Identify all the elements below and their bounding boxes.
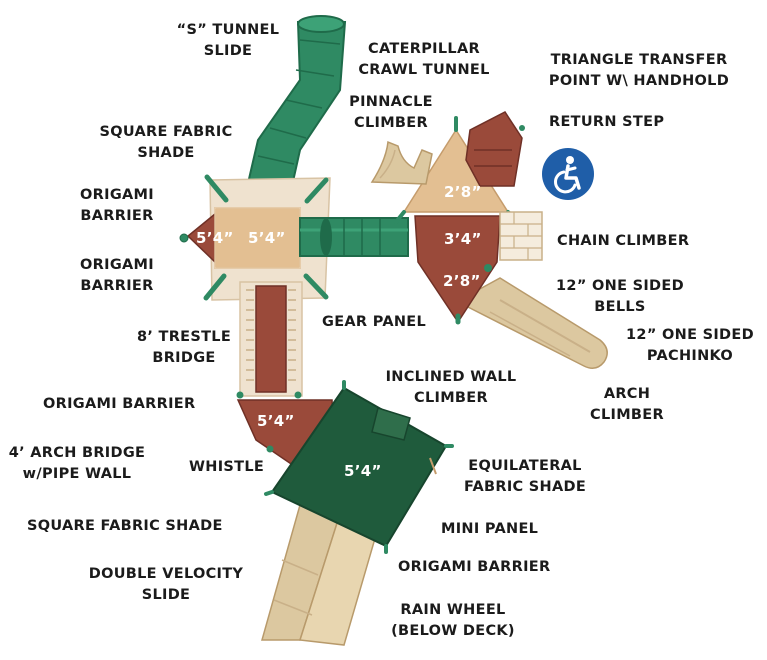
label-pinnacle-climber: PINNACLE CLIMBER bbox=[336, 92, 446, 134]
label-return-step: RETURN STEP bbox=[549, 112, 664, 133]
label-line: SLIDE bbox=[76, 585, 256, 606]
label-one-sided-pachinko: 12” ONE SIDED PACHINKO bbox=[618, 325, 762, 367]
label-gear-panel: GEAR PANEL bbox=[322, 312, 426, 333]
pinnacle-climber bbox=[372, 142, 432, 184]
label-origami-barrier-2: ORIGAMI BARRIER bbox=[70, 255, 164, 297]
label-trestle-bridge: 8’ TRESTLE BRIDGE bbox=[128, 327, 240, 369]
label-s-tunnel-slide: “S” TUNNEL SLIDE bbox=[168, 20, 288, 62]
label-mini-panel: MINI PANEL bbox=[441, 519, 538, 540]
label-line: RETURN STEP bbox=[549, 112, 664, 133]
label-line: DOUBLE VELOCITY bbox=[76, 564, 256, 585]
wheelchair-icon bbox=[542, 148, 594, 200]
label-line: 12” ONE SIDED bbox=[618, 325, 762, 346]
label-line: CLIMBER bbox=[336, 113, 446, 134]
label-line: WHISTLE bbox=[189, 457, 264, 478]
label-line: CRAWL TUNNEL bbox=[344, 60, 504, 81]
label-line: ORIGAMI bbox=[70, 255, 164, 276]
deck-height-triangle-top: 2’8” bbox=[444, 183, 482, 201]
label-origami-barrier-3: ORIGAMI BARRIER bbox=[43, 394, 195, 415]
label-line: SHADE bbox=[86, 143, 246, 164]
label-line: FABRIC SHADE bbox=[452, 477, 598, 498]
label-line: ORIGAMI BARRIER bbox=[398, 557, 550, 578]
label-inclined-wall-climber: INCLINED WALL CLIMBER bbox=[376, 367, 526, 409]
label-line: 8’ TRESTLE bbox=[128, 327, 240, 348]
label-equilateral-fabric-shade: EQUILATERAL FABRIC SHADE bbox=[452, 456, 598, 498]
label-line: SLIDE bbox=[168, 41, 288, 62]
return-step bbox=[466, 112, 525, 186]
label-line: PINNACLE bbox=[336, 92, 446, 113]
label-line: GEAR PANEL bbox=[322, 312, 426, 333]
label-line: ARCH bbox=[580, 384, 674, 405]
label-line: (BELOW DECK) bbox=[378, 621, 528, 642]
label-line: MINI PANEL bbox=[441, 519, 538, 540]
label-line: CATERPILLAR bbox=[344, 39, 504, 60]
label-origami-barrier-4: ORIGAMI BARRIER bbox=[398, 557, 550, 578]
label-origami-barrier-1: ORIGAMI BARRIER bbox=[70, 185, 164, 227]
label-square-fabric-shade-bottom: SQUARE FABRIC SHADE bbox=[27, 516, 223, 537]
label-line: PACHINKO bbox=[618, 346, 762, 367]
label-line: INCLINED WALL bbox=[376, 367, 526, 388]
label-line: BRIDGE bbox=[128, 348, 240, 369]
label-line: BELLS bbox=[548, 297, 692, 318]
label-line: BARRIER bbox=[70, 276, 164, 297]
trestle-bridge bbox=[237, 282, 303, 399]
label-line: CHAIN CLIMBER bbox=[557, 231, 689, 252]
label-arch-climber: ARCH CLIMBER bbox=[580, 384, 674, 426]
label-line: POINT W\ HANDHOLD bbox=[534, 71, 744, 92]
deck-height-left-barrier: 5’4” bbox=[196, 229, 234, 247]
label-caterpillar-crawl-tunnel: CATERPILLAR CRAWL TUNNEL bbox=[344, 39, 504, 81]
label-whistle: WHISTLE bbox=[189, 457, 264, 478]
label-line: BARRIER bbox=[70, 206, 164, 227]
label-line: 4’ ARCH BRIDGE bbox=[2, 443, 152, 464]
label-line: w/PIPE WALL bbox=[2, 464, 152, 485]
label-line: EQUILATERAL bbox=[452, 456, 598, 477]
deck-height-shade-deck: 5’4” bbox=[344, 462, 382, 480]
label-line: RAIN WHEEL bbox=[378, 600, 528, 621]
label-rain-wheel: RAIN WHEEL (BELOW DECK) bbox=[378, 600, 528, 642]
label-line: ORIGAMI BARRIER bbox=[43, 394, 195, 415]
label-line: “S” TUNNEL bbox=[168, 20, 288, 41]
label-line: CLIMBER bbox=[376, 388, 526, 409]
label-one-sided-bells: 12” ONE SIDED BELLS bbox=[548, 276, 692, 318]
label-triangle-transfer-point: TRIANGLE TRANSFER POINT W\ HANDHOLD bbox=[534, 50, 744, 92]
label-line: 12” ONE SIDED bbox=[548, 276, 692, 297]
label-arch-bridge: 4’ ARCH BRIDGE w/PIPE WALL bbox=[2, 443, 152, 485]
caterpillar-crawl-tunnel bbox=[300, 218, 408, 256]
deck-height-bridge-end: 5’4” bbox=[257, 412, 295, 430]
label-line: TRIANGLE TRANSFER bbox=[534, 50, 744, 71]
chain-climber bbox=[500, 212, 542, 260]
label-line: SQUARE FABRIC bbox=[86, 122, 246, 143]
deck-height-main-deck: 5’4” bbox=[248, 229, 286, 247]
label-line: SQUARE FABRIC SHADE bbox=[27, 516, 223, 537]
label-line: ORIGAMI bbox=[70, 185, 164, 206]
deck-height-triangle-right: 3’4” bbox=[444, 230, 482, 248]
label-chain-climber: CHAIN CLIMBER bbox=[557, 231, 689, 252]
label-square-fabric-shade-top: SQUARE FABRIC SHADE bbox=[86, 122, 246, 164]
deck-height-triangle-bottom: 2’8” bbox=[443, 272, 481, 290]
label-line: CLIMBER bbox=[580, 405, 674, 426]
label-double-velocity-slide: DOUBLE VELOCITY SLIDE bbox=[76, 564, 256, 606]
